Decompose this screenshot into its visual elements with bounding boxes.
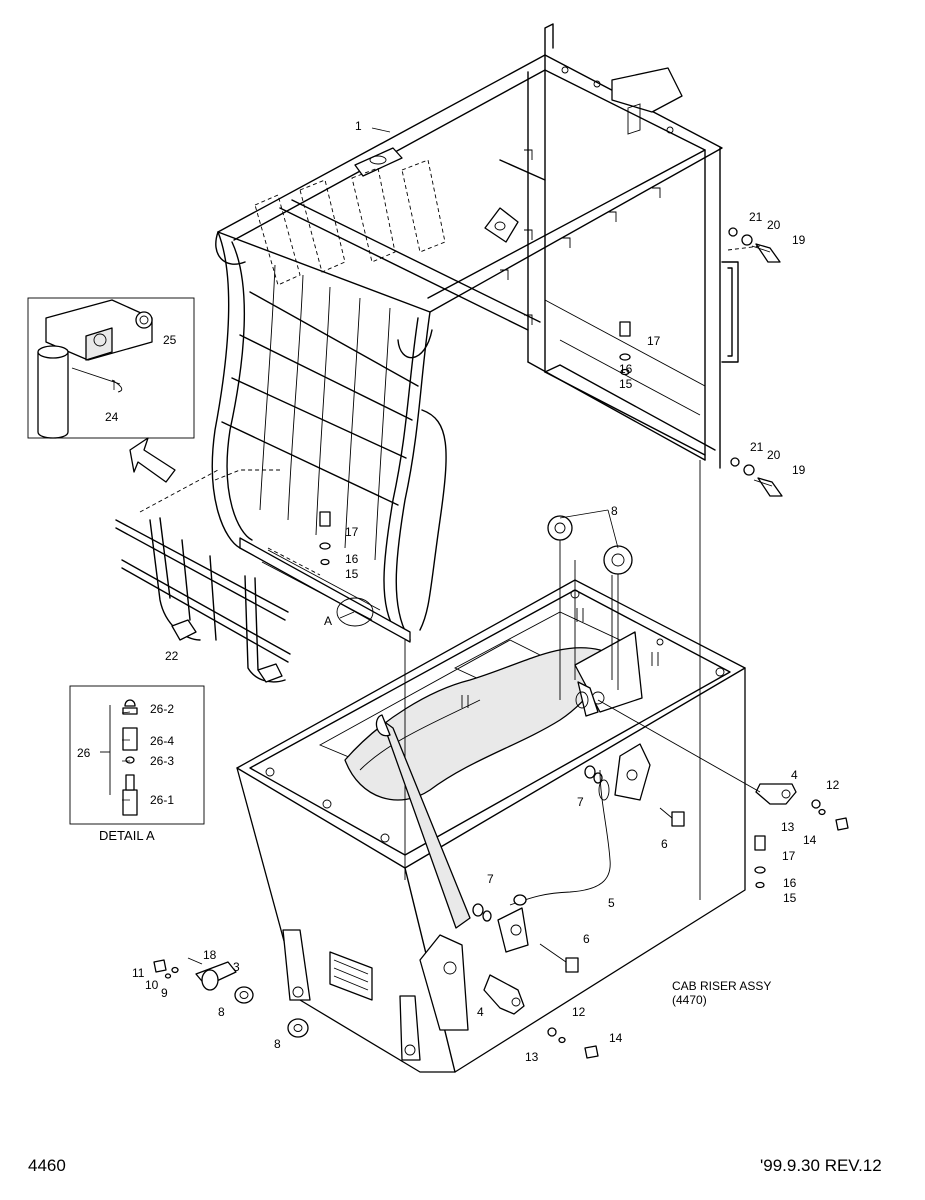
callout-8-left: 8: [218, 1005, 225, 1019]
callout-5: 5: [608, 896, 615, 910]
callout-12-lower: 12: [572, 1005, 586, 1019]
cab-riser-assembly: [236, 460, 746, 1073]
callout-19-upper: 19: [792, 233, 806, 247]
detail-ref-letter: A: [324, 614, 332, 628]
callout-4-lower: 4: [477, 1005, 484, 1019]
cab-guard-frame: [217, 23, 739, 469]
callout-26-3: 26-3: [150, 754, 174, 768]
hardware: [153, 227, 849, 1059]
callout-21-lower: 21: [750, 440, 764, 454]
callout-6-upper: 6: [661, 837, 668, 851]
callout-26-2: 26-2: [150, 702, 174, 716]
callout-16-middle: 16: [345, 552, 359, 566]
cab-riser-note-line1: CAB RISER ASSY: [672, 979, 771, 993]
callout-labels: 1 3 4 4 5 6 6 7 7 8 8 8 9 10 11 12 12 13…: [28, 119, 882, 1175]
callout-17-lower: 17: [782, 849, 796, 863]
leader-lines: [113, 127, 619, 801]
callout-16-lower: 16: [783, 876, 797, 890]
page-number: 4460: [28, 1156, 66, 1175]
callout-13-lower: 13: [525, 1050, 539, 1064]
callout-3: 3: [233, 960, 240, 974]
callout-21-upper: 21: [749, 210, 763, 224]
callout-22: 22: [165, 649, 179, 663]
callout-8-top: 8: [611, 504, 618, 518]
callout-11: 11: [132, 966, 145, 980]
bushings-part-8: [547, 515, 633, 575]
inset-detail-24-25: [27, 297, 195, 483]
callout-18: 18: [203, 948, 217, 962]
callout-17-upper: 17: [647, 334, 661, 348]
callout-6-lower: 6: [583, 932, 590, 946]
cab-riser-note-line2: (4470): [672, 993, 707, 1007]
callout-7-upper: 7: [577, 795, 584, 809]
revision-label: '99.9.30 REV.12: [760, 1156, 882, 1175]
callout-12-right: 12: [826, 778, 840, 792]
callout-15-middle: 15: [345, 567, 359, 581]
callout-10: 10: [145, 978, 159, 992]
callout-19-lower: 19: [792, 463, 806, 477]
callout-8-bottom: 8: [274, 1037, 281, 1051]
callout-26-4: 26-4: [150, 734, 174, 748]
detail-a-title: DETAIL A: [99, 828, 155, 843]
callout-1: 1: [355, 119, 362, 133]
callout-20-upper: 20: [767, 218, 781, 232]
callout-14-right: 14: [803, 833, 817, 847]
callout-17-middle: 17: [345, 525, 359, 539]
callout-25: 25: [163, 333, 177, 347]
callout-26-1: 26-1: [150, 793, 174, 807]
callout-14-lower: 14: [609, 1031, 623, 1045]
callout-7-lower: 7: [487, 872, 494, 886]
callout-24: 24: [105, 410, 119, 424]
callout-15-lower: 15: [783, 891, 797, 905]
callout-20-lower: 20: [767, 448, 781, 462]
grille-part-22: [115, 469, 321, 683]
callout-16-upper: 16: [619, 362, 633, 376]
callout-26: 26: [77, 746, 91, 760]
callout-4-right: 4: [791, 768, 798, 782]
gas-strut: [375, 681, 599, 929]
front-guard-grille: [211, 231, 447, 643]
callout-13-right: 13: [781, 820, 795, 834]
callout-15-upper: 15: [619, 377, 633, 391]
callout-9: 9: [161, 986, 168, 1000]
detail-a-box: [69, 685, 205, 825]
